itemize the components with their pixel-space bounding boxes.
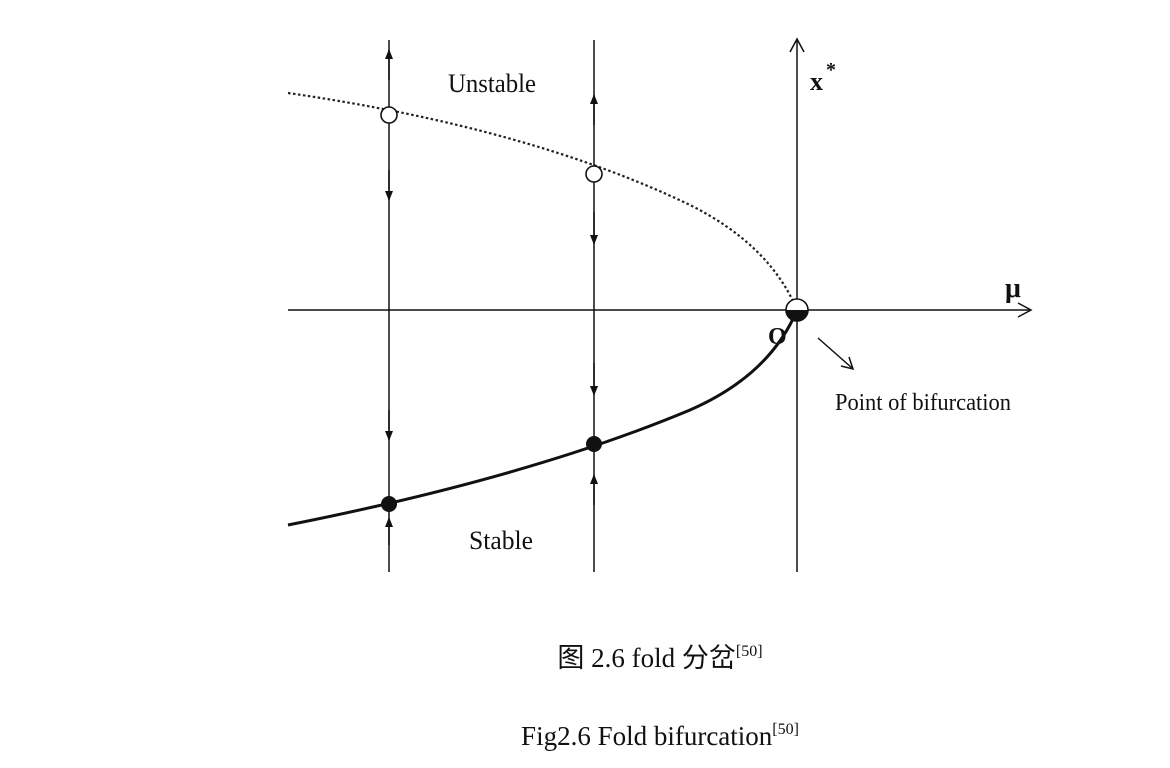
caption-chinese: 图 2.6 fold 分岔[50] [0, 636, 1170, 675]
unstable-branch-curve [287, 91, 799, 311]
x-axis-label: μ [1005, 273, 1021, 304]
mu-axis-arrowhead [1017, 302, 1033, 318]
caption-english: Fig2.6 Fold bifurcation[50] [0, 721, 1170, 752]
stable-equilibrium-marker [586, 436, 602, 452]
unstable-equilibrium-marker [380, 106, 398, 124]
bifurcation-annotation-arrowhead [840, 356, 855, 371]
caption-english-ref: [50] [772, 720, 799, 738]
caption-chinese-ref: [50] [735, 642, 763, 660]
bifurcation-annotation-arrow [817, 337, 853, 369]
stable-equilibrium-marker [381, 496, 397, 512]
x-star-axis-arrowhead [789, 37, 805, 53]
stable-branch-curve [287, 309, 799, 527]
y-axis-label: x [810, 67, 823, 96]
y-axis-superscript: * [826, 59, 836, 81]
stable-label: Stable [469, 526, 533, 555]
unstable-label: Unstable [448, 69, 536, 98]
unstable-equilibrium-marker [585, 165, 603, 183]
bifurcation-point-marker [785, 298, 809, 322]
caption-english-text: Fig2.6 Fold bifurcation [521, 721, 773, 751]
caption-chinese-text: 图 2.6 fold 分岔 [557, 643, 736, 673]
origin-label: O [768, 324, 787, 350]
bifurcation-point-label: Point of bifurcation [835, 390, 1011, 416]
